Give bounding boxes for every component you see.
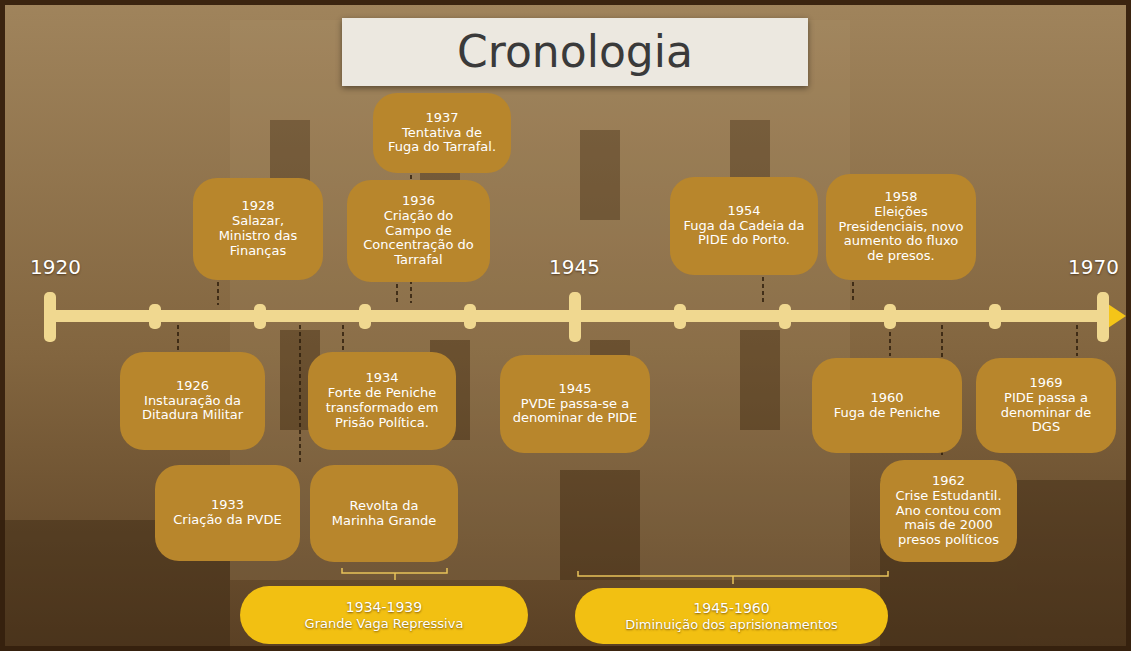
event-box: 1928Salazar, Ministro das Finanças — [193, 178, 323, 280]
major-tick — [44, 292, 56, 342]
event-text: Crise Estudantil. Ano contou com mais de… — [892, 489, 1005, 549]
event-year: 1960 — [870, 391, 903, 406]
event-box: Revolta da Marinha Grande — [310, 465, 458, 562]
major-tick — [569, 292, 581, 342]
event-text: PIDE passa a denominar de DGS — [988, 391, 1104, 436]
event-box: 1937Tentativa de Fuga do Tarrafal. — [373, 93, 511, 173]
leader-line — [762, 277, 764, 303]
event-text: Revolta da Marinha Grande — [322, 499, 446, 529]
event-year: 1934-1939 — [346, 599, 422, 616]
event-box: 1934Forte de Peniche transformado em Pri… — [308, 352, 456, 450]
event-text: Fuga de Peniche — [834, 406, 940, 421]
leader-line — [852, 282, 854, 303]
leader-line — [889, 325, 891, 356]
event-text: Tentativa de Fuga do Tarrafal. — [385, 126, 499, 156]
event-year: 1954 — [727, 204, 760, 219]
leader-line — [342, 325, 344, 350]
period-bracket — [342, 568, 447, 580]
event-text: Eleições Presidenciais, novo aumento do … — [838, 205, 964, 265]
minor-tick — [989, 304, 1001, 329]
event-box: 1954Fuga da Cadeia da PIDE do Porto. — [670, 177, 818, 275]
event-box: 1958Eleições Presidenciais, novo aumento… — [826, 174, 976, 280]
year-label: 1970 — [1068, 257, 1119, 277]
period-bracket — [578, 571, 888, 584]
minor-tick — [464, 304, 476, 329]
event-year: 1928 — [241, 199, 274, 214]
event-year: 1958 — [884, 190, 917, 205]
event-year: 1936 — [402, 194, 435, 209]
minor-tick — [779, 304, 791, 329]
leader-line — [1076, 325, 1078, 356]
minor-tick — [149, 304, 161, 329]
event-text: Diminuição dos aprisionamentos — [625, 617, 838, 633]
event-year: 1926 — [176, 379, 209, 394]
year-label: 1920 — [30, 257, 81, 277]
event-box: 1936Criação do Campo de Concentração do … — [347, 180, 490, 282]
event-year: 1945 — [558, 382, 591, 397]
year-label: 1945 — [549, 257, 600, 277]
title-banner: Cronologia — [342, 18, 808, 86]
event-text: Criação do Campo de Concentração do Tarr… — [359, 209, 478, 269]
event-year: 1962 — [932, 474, 965, 489]
event-box: 1926Instauração da Ditadura Militar — [120, 352, 265, 450]
event-year: 1945-1960 — [693, 600, 769, 617]
event-text: Forte de Peniche transformado em Prisão … — [320, 386, 444, 431]
event-box: 1933Criação da PVDE — [155, 465, 300, 561]
event-text: Grande Vaga Repressiva — [305, 616, 464, 632]
event-box: 1969PIDE passa a denominar de DGS — [976, 358, 1116, 453]
minor-tick — [254, 304, 266, 329]
leader-line — [396, 284, 398, 303]
minor-tick — [674, 304, 686, 329]
event-text: PVDE passa-se a denominar de PIDE — [512, 397, 638, 427]
event-year: 1934 — [365, 371, 398, 386]
leader-line — [299, 325, 301, 462]
title-text: Cronologia — [457, 30, 693, 74]
building-door — [560, 470, 640, 580]
event-year: 1969 — [1029, 376, 1062, 391]
minor-tick — [884, 304, 896, 329]
minor-tick — [359, 304, 371, 329]
event-year: 1933 — [211, 498, 244, 513]
event-text: Instauração da Ditadura Militar — [132, 394, 253, 424]
building-window — [740, 330, 780, 430]
building-facade — [230, 20, 850, 580]
event-year: 1937 — [425, 111, 458, 126]
period-band: 1934-1939Grande Vaga Repressiva — [240, 586, 528, 644]
building-window — [580, 130, 620, 220]
event-text: Criação da PVDE — [173, 513, 282, 528]
period-band: 1945-1960Diminuição dos aprisionamentos — [575, 588, 888, 644]
event-box: 1945PVDE passa-se a denominar de PIDE — [500, 355, 650, 453]
event-text: Salazar, Ministro das Finanças — [205, 214, 311, 259]
leader-line — [217, 282, 219, 305]
event-box: 1962Crise Estudantil. Ano contou com mai… — [880, 460, 1017, 562]
major-tick — [1097, 292, 1109, 342]
event-box: 1960Fuga de Peniche — [812, 358, 962, 453]
event-text: Fuga da Cadeia da PIDE do Porto. — [682, 219, 806, 249]
leader-line — [177, 325, 179, 352]
